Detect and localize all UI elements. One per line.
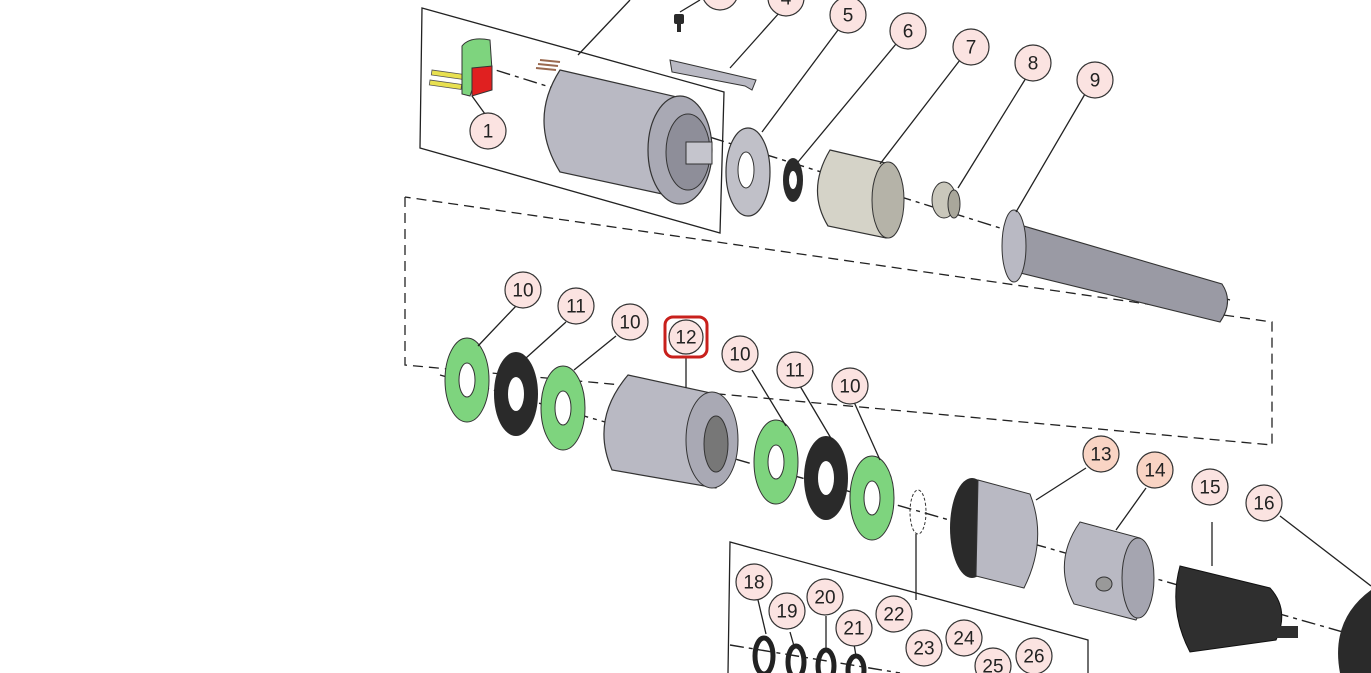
seal-kit-axis [729, 644, 901, 673]
callout-7[interactable]: 7 [952, 28, 990, 66]
callout-20[interactable]: 20 [806, 578, 844, 616]
connector-part [428, 38, 493, 97]
callout-10[interactable]: 10 [721, 335, 759, 373]
callout-22[interactable]: 22 [875, 595, 913, 633]
pinion-gear-part [931, 181, 961, 219]
green-washer-part [849, 455, 895, 541]
svg-text:21: 21 [843, 619, 864, 640]
seal-kit-frame [727, 541, 1089, 673]
svg-text:12: 12 [675, 328, 696, 349]
svg-text:18: 18 [743, 573, 764, 594]
callout-26[interactable]: 26 [1015, 637, 1053, 673]
callout-24[interactable]: 24 [945, 619, 983, 657]
svg-text:4: 4 [781, 0, 792, 10]
bearing-housing-part [603, 374, 739, 489]
svg-text:8: 8 [1028, 54, 1039, 75]
callout-11[interactable]: 11 [776, 351, 814, 389]
svg-text:10: 10 [619, 313, 640, 334]
highlight-box [663, 315, 709, 359]
bracket-part [669, 59, 757, 91]
callout-13[interactable]: 13 [1082, 435, 1120, 473]
callout-8[interactable]: 8 [1014, 44, 1052, 82]
svg-text:13: 13 [1090, 445, 1111, 466]
green-washer-part [753, 419, 799, 505]
encoder-part [1175, 565, 1298, 653]
svg-text:15: 15 [1199, 478, 1220, 499]
motor-assembly-frame [419, 7, 725, 234]
callout-5[interactable]: 5 [829, 0, 867, 34]
svg-text:20: 20 [814, 588, 835, 609]
star-washer-part [783, 158, 803, 202]
callout-3[interactable]: 3 [702, 0, 738, 11]
callout-12[interactable]: 12 [668, 319, 704, 355]
callout-16[interactable]: 16 [1245, 484, 1283, 522]
svg-text:10: 10 [729, 345, 750, 366]
svg-text:26: 26 [1023, 647, 1044, 668]
black-washer-part [804, 436, 848, 520]
svg-text:9: 9 [1090, 71, 1101, 92]
svg-text:22: 22 [883, 605, 904, 626]
callout-21[interactable]: 21 [835, 609, 873, 647]
svg-text:23: 23 [913, 639, 934, 660]
motor-body-part [535, 59, 713, 205]
green-washer-part [444, 337, 490, 423]
callout-23[interactable]: 23 [905, 629, 943, 667]
plate-washer-part [725, 127, 771, 217]
svg-text:11: 11 [785, 361, 805, 382]
callout-9[interactable]: 9 [1076, 61, 1114, 99]
svg-text:3: 3 [715, 0, 726, 4]
callout-10[interactable]: 10 [504, 271, 542, 309]
callout-10[interactable]: 10 [831, 367, 869, 405]
callout-18[interactable]: 18 [735, 563, 773, 601]
retaining-ring-part [909, 489, 927, 535]
svg-text:14: 14 [1144, 461, 1166, 482]
callout-19[interactable]: 19 [768, 592, 806, 630]
callout-6[interactable]: 6 [889, 12, 927, 50]
sleeve-part [1063, 521, 1155, 621]
callout-11[interactable]: 11 [557, 287, 595, 325]
svg-text:11: 11 [566, 297, 586, 318]
callout-10[interactable]: 10 [611, 303, 649, 341]
svg-text:24: 24 [953, 629, 975, 650]
leader-lines [471, 0, 1371, 657]
callout-15[interactable]: 15 [1191, 468, 1229, 506]
ring-gear-part [816, 149, 905, 239]
svg-text:25: 25 [982, 657, 1003, 673]
callout-1[interactable]: 1 [469, 112, 507, 150]
bushing-part [950, 478, 1039, 589]
callout-4[interactable]: 4 [767, 0, 805, 17]
end-cap-part [1338, 590, 1371, 673]
svg-text:10: 10 [839, 377, 860, 398]
svg-text:6: 6 [903, 22, 914, 43]
svg-text:5: 5 [843, 6, 854, 27]
gear-assembly-dashed-frame [404, 196, 1273, 446]
svg-text:10: 10 [512, 281, 533, 302]
svg-text:16: 16 [1253, 494, 1274, 515]
green-washer-part [540, 365, 586, 451]
callout-25[interactable]: 25 [974, 647, 1012, 673]
callout-14[interactable]: 14 [1136, 451, 1174, 489]
svg-text:7: 7 [966, 38, 977, 59]
svg-text:19: 19 [776, 602, 797, 623]
lead-screw-part [1001, 209, 1229, 323]
screw-part [674, 14, 684, 32]
svg-text:1: 1 [483, 122, 494, 143]
black-washer-part [494, 352, 538, 436]
